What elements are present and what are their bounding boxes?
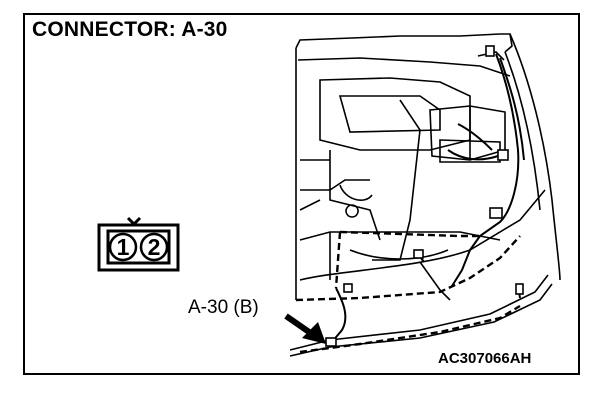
figure-code: AC307066AH <box>438 350 532 367</box>
connector-face-icon: 1 2 <box>97 216 180 272</box>
body-outline <box>289 33 561 357</box>
harness-solid <box>331 53 525 343</box>
harness-dashed <box>295 230 521 354</box>
connector-callout-label: A-30 (B) <box>188 297 259 318</box>
connector-title: CONNECTOR: A-30 <box>32 18 228 41</box>
pin-2-label: 2 <box>148 234 161 260</box>
pin-1-label: 1 <box>117 234 130 260</box>
pointer-arrow-icon <box>284 313 326 344</box>
harness-connectors <box>325 45 524 347</box>
